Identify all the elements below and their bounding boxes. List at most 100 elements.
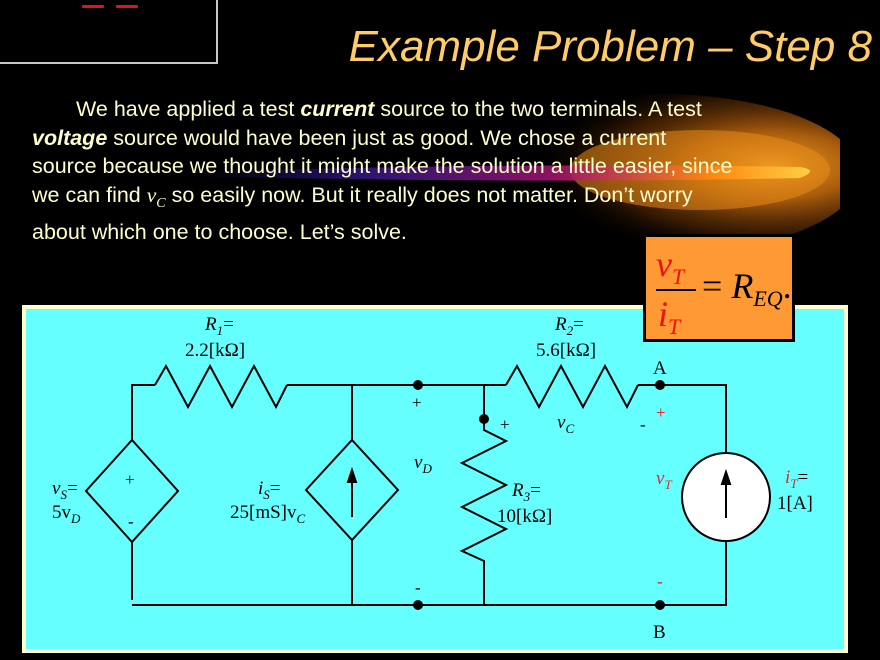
r2-value: 5.6[kΩ]	[536, 340, 596, 361]
text-run: we can find	[32, 182, 147, 207]
explanation-paragraph: We have applied a test current source to…	[32, 95, 832, 247]
equals-sign: =	[702, 266, 732, 306]
req-symbol: REQ	[731, 266, 782, 311]
vt-minus: -	[657, 572, 663, 591]
circuit-text: T	[790, 476, 798, 491]
var-subscript: EQ	[753, 286, 783, 311]
wire	[132, 540, 727, 606]
fraction-bar	[656, 289, 696, 291]
wire	[131, 384, 155, 440]
text-run: so easily now. But it really does not ma…	[165, 182, 693, 207]
vs-label: vS=	[52, 478, 78, 502]
node-dot	[413, 380, 423, 390]
text-run: We have applied a test	[76, 97, 301, 121]
circuit-text: 25[mS]v	[230, 502, 297, 523]
circuit-text: i	[258, 478, 263, 499]
r2-label: R2=	[554, 314, 584, 338]
it-value: 1[A]	[777, 493, 813, 514]
slide-title: Example Problem – Step 8	[348, 22, 872, 71]
formula-denominator: iT	[658, 293, 680, 340]
resistor-r1	[154, 363, 288, 410]
r3-label: R3=	[511, 480, 541, 504]
circuit-text: 3	[523, 489, 531, 504]
it-label: iT=	[785, 467, 808, 491]
circuit-text: i	[785, 467, 790, 488]
vd-minus: -	[415, 578, 421, 597]
vc-plus: +	[500, 415, 510, 434]
paragraph-line: source because we thought it might make …	[32, 154, 733, 178]
r3-value: 10[kΩ]	[497, 506, 552, 527]
paragraph-line: about which one to choose. Let’s solve.	[32, 220, 407, 244]
dependent-current-source	[304, 438, 400, 542]
circuit-text: C	[565, 421, 574, 436]
var-subscript: C	[156, 195, 166, 211]
vc-label: vC	[557, 412, 574, 436]
emphasis-voltage: voltage	[32, 125, 108, 150]
resistor-r3	[459, 420, 509, 605]
formula-rhs: = REQ.	[702, 265, 792, 312]
header-box	[0, 0, 218, 64]
node-dot	[655, 380, 665, 390]
text-run: source to the two terminals. A test	[374, 97, 702, 121]
text-run: source would have been just as good. We …	[107, 125, 667, 150]
vt-label: vT	[656, 468, 672, 492]
var-symbol: R	[731, 266, 754, 306]
circuit-text: 1	[217, 323, 224, 338]
terminal-a-label: A	[653, 358, 667, 379]
variable-vc: vC	[146, 182, 166, 211]
circuit-text: v	[557, 412, 566, 433]
vs-plus: +	[125, 470, 135, 489]
circuit-text: 2	[567, 323, 574, 338]
circuit-text: R	[554, 314, 567, 335]
vs-minus: -	[128, 512, 134, 531]
is-value: 25[mS]vC	[230, 502, 306, 526]
circuit-text: D	[70, 511, 81, 526]
paragraph-line: We have applied a test current source to…	[32, 95, 832, 124]
var-symbol: v	[656, 244, 672, 284]
period: .	[782, 266, 792, 306]
circuit-text: v	[656, 468, 665, 489]
circuit-text: v	[414, 452, 423, 473]
circuit-text: =	[223, 314, 234, 335]
var-subscript: T	[671, 264, 685, 289]
circuit-text: T	[664, 477, 672, 492]
circuit-text: =	[530, 480, 541, 501]
vd-plus: +	[412, 393, 422, 412]
terminal-b-label: B	[653, 622, 666, 643]
dependent-voltage-source	[84, 438, 180, 544]
arrow-up-icon	[346, 466, 358, 483]
circuit-text: S	[263, 487, 270, 502]
circuit-text: =	[573, 314, 584, 335]
emphasis-current: current	[300, 97, 375, 121]
paragraph-line: voltage source would have been just as g…	[32, 124, 832, 153]
r1-value: 2.2[kΩ]	[185, 340, 245, 361]
circuit-text: v	[52, 478, 61, 499]
circuit-text: R	[511, 480, 524, 501]
vs-value: 5vD	[52, 502, 81, 526]
var-subscript: T	[668, 314, 681, 339]
paragraph-line: we can find vC so easily now. But it rea…	[32, 181, 832, 219]
node-dot	[479, 414, 489, 424]
circuit-text: R	[204, 314, 217, 335]
wire	[638, 384, 727, 454]
circuit-text: =	[798, 467, 809, 488]
vt-plus: +	[656, 403, 666, 422]
resistor-r2	[505, 363, 639, 410]
node-dot	[655, 600, 665, 610]
vd-label: vD	[414, 452, 432, 476]
circuit-text: C	[297, 511, 306, 526]
red-dash-mark	[82, 5, 104, 8]
node-dot	[413, 600, 423, 610]
var-symbol: i	[658, 294, 669, 334]
var-symbol: v	[146, 182, 157, 207]
formula-numerator: vT	[656, 243, 684, 290]
circuit-text: S	[60, 487, 67, 502]
r1-label: R1=	[204, 314, 234, 338]
circuit-text: 5v	[52, 502, 72, 523]
formula-box: vT iT = REQ.	[643, 234, 795, 342]
circuit-text: =	[67, 478, 78, 499]
is-label: iS=	[258, 478, 281, 502]
circuit-text: =	[270, 478, 281, 499]
circuit-text: D	[421, 461, 432, 476]
